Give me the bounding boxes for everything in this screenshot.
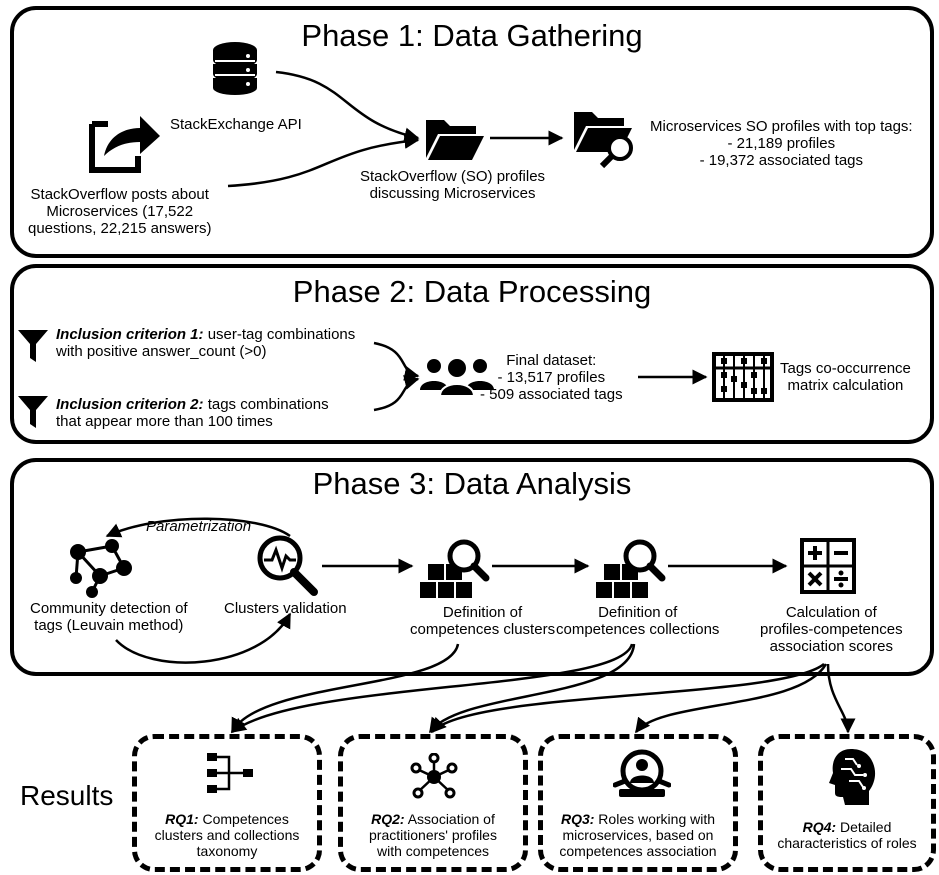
arrow-clusters-to-rq1	[230, 643, 460, 734]
share-arrow-icon	[89, 116, 160, 173]
community-detection-label: Community detection of tags (Leuvain met…	[30, 600, 188, 634]
folder-icon	[426, 120, 484, 160]
arrow-calc-to-rq2	[430, 663, 825, 734]
arrow-crit2-to-final	[373, 375, 420, 412]
person-search-icon	[613, 749, 671, 797]
database-icon	[213, 42, 257, 95]
phase1-box: Phase 1: Data Gathering	[10, 6, 934, 258]
phase2-title: Phase 2: Data Processing	[292, 274, 652, 309]
arrow-collections-to-rq1	[230, 643, 634, 733]
magnifier-pulse-icon	[257, 535, 318, 596]
final-dataset-label: Final dataset: - 13,517 profiles - 509 a…	[480, 352, 623, 403]
stackexchange-api-label: StackExchange API	[170, 116, 302, 133]
arrow-collections-to-rq2	[428, 643, 636, 734]
ms-profiles-label: Microservices SO profiles with top tags:…	[650, 118, 913, 169]
criterion2-label: Inclusion criterion 2: tags combinations…	[56, 396, 329, 430]
rq2-text: RQ2: Association of practitioners' profi…	[369, 811, 497, 859]
rq4-text: RQ4: Detailed characteristics of roles	[777, 819, 917, 851]
def-collections-label: Definition of competences collections	[556, 604, 720, 638]
arrow-crit1-to-final	[373, 341, 420, 381]
so-profiles-label: StackOverflow (SO) profiles discussing M…	[360, 168, 546, 202]
arrow-calc-to-rq3	[635, 663, 828, 734]
rq3-box: RQ3: Roles working with microservices, b…	[538, 734, 738, 872]
group-icon	[420, 359, 494, 396]
phase3-title: Phase 3: Data Analysis	[312, 466, 632, 501]
arrow-community-to-validation	[115, 612, 292, 664]
cooccurrence-label: Tags co-occurrence matrix calculation	[780, 360, 911, 394]
hub-icon	[410, 753, 458, 799]
rq4-box: RQ4: Detailed characteristics of roles	[758, 734, 936, 872]
so-posts-label: StackOverflow posts about Microservices …	[28, 186, 212, 237]
boxes-search-icon	[420, 539, 490, 598]
network-icon	[70, 539, 132, 598]
phase3-box: Phase 3: Data Analysis	[10, 458, 934, 676]
clusters-validation-label: Clusters validation	[224, 600, 347, 617]
folder-search-icon	[574, 112, 633, 169]
phase1-title: Phase 1: Data Gathering	[301, 18, 643, 53]
criterion1-label: Inclusion criterion 1: user-tag combinat…	[56, 326, 356, 360]
arrow-api-to-profiles	[275, 70, 420, 143]
phase2-box: Phase 2: Data Processing	[10, 264, 934, 444]
calc-scores-label: Calculation of profiles-competences asso…	[760, 604, 903, 655]
filter-icon	[18, 396, 48, 428]
rq1-text: RQ1: Competences clusters and collection…	[154, 811, 300, 859]
results-label: Results	[20, 780, 114, 811]
math-symbols-icon	[800, 538, 856, 594]
filter-icon	[18, 330, 48, 362]
def-clusters-label: Definition of competences clusters	[410, 604, 556, 638]
parametrization-label: Parametrization	[146, 518, 252, 535]
boxes-search-icon	[596, 539, 666, 598]
rq3-text: RQ3: Roles working with microservices, b…	[559, 811, 717, 859]
arrow-parametrization	[105, 517, 291, 538]
arrow-posts-to-profiles	[227, 133, 420, 188]
hierarchy-icon	[207, 753, 253, 793]
abacus-icon	[712, 352, 774, 402]
rq1-box: RQ1: Competences clusters and collection…	[132, 734, 322, 872]
head-circuit-icon	[829, 749, 876, 805]
rq2-box: RQ2: Association of practitioners' profi…	[338, 734, 528, 872]
